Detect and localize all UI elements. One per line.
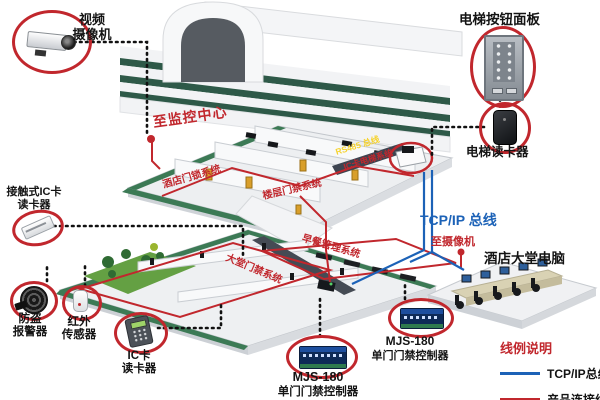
wall-reader bbox=[290, 273, 294, 280]
alarm-label: 防盗 报警器 bbox=[12, 313, 48, 339]
hotel-building bbox=[119, 1, 463, 153]
camera-label: 视频 摄像机 bbox=[72, 12, 112, 42]
door bbox=[299, 159, 307, 172]
legend-item-product: 产品连接线 bbox=[500, 391, 600, 400]
product-connection-lines bbox=[76, 141, 462, 319]
wall-reader bbox=[200, 251, 204, 258]
controller-board-icon bbox=[299, 346, 347, 369]
wall-reader bbox=[262, 243, 266, 250]
elevator-reader-icon bbox=[482, 105, 528, 151]
to-camera-node bbox=[457, 248, 465, 256]
controller-right-label: MJS-180 单门门禁控制器 bbox=[371, 334, 449, 362]
monitor-center-node bbox=[147, 135, 155, 143]
desk-computers bbox=[461, 258, 548, 283]
door-lock bbox=[267, 141, 279, 148]
controller-board-icon bbox=[400, 308, 444, 329]
to-camera-label: 至摄像机 bbox=[431, 236, 475, 248]
tcpip-bus-lines bbox=[351, 170, 465, 285]
door bbox=[205, 168, 213, 181]
elevator-reader-label: 电梯读卡器 bbox=[466, 145, 529, 159]
alarm-callout bbox=[10, 281, 58, 321]
siren-icon bbox=[13, 284, 55, 318]
tcpip-bus-label: TCP/IP 总线 bbox=[420, 212, 497, 228]
controller-bottom-label: MJS-180 单门门禁控制器 bbox=[277, 370, 359, 399]
elevator-panel-label: 电梯按钮面板 bbox=[459, 12, 540, 27]
desk-chairs bbox=[455, 278, 540, 309]
contact-reader-label: 接触式IC卡 读卡器 bbox=[6, 186, 62, 211]
door-lock bbox=[341, 140, 353, 147]
keypad-reader-icon bbox=[117, 314, 165, 351]
controller-bottom-callout bbox=[286, 335, 358, 379]
wall-reader bbox=[340, 268, 344, 275]
ic-reader-callout bbox=[114, 312, 168, 354]
elevator-panel-callout bbox=[470, 26, 536, 108]
product-line-swatch bbox=[500, 397, 540, 400]
camera-callout bbox=[12, 10, 92, 74]
door bbox=[245, 176, 253, 189]
door-lock bbox=[245, 132, 257, 139]
controller-right-callout bbox=[388, 298, 454, 338]
elevator-button-panel-icon bbox=[473, 29, 533, 105]
callout-circle bbox=[388, 141, 434, 175]
infrared-label: 红外 传感器 bbox=[61, 316, 97, 342]
door bbox=[351, 169, 359, 181]
elevator-reader-callout bbox=[479, 102, 531, 154]
door bbox=[295, 204, 302, 215]
tcpip-line-swatch bbox=[500, 371, 540, 376]
door-lock bbox=[305, 149, 317, 156]
lobby-platform bbox=[426, 258, 598, 329]
video-camera-icon bbox=[15, 13, 89, 71]
legend-title: 线例说明 bbox=[500, 341, 553, 356]
infrared-sensor-icon bbox=[65, 288, 99, 318]
ic-reader-label: IC卡 读卡器 bbox=[121, 350, 157, 376]
lobby-computer-label: 酒店大堂电脑 bbox=[484, 251, 565, 266]
dotted-connectors bbox=[45, 40, 502, 339]
infrared-callout bbox=[62, 285, 102, 321]
wall-reader bbox=[150, 258, 154, 265]
